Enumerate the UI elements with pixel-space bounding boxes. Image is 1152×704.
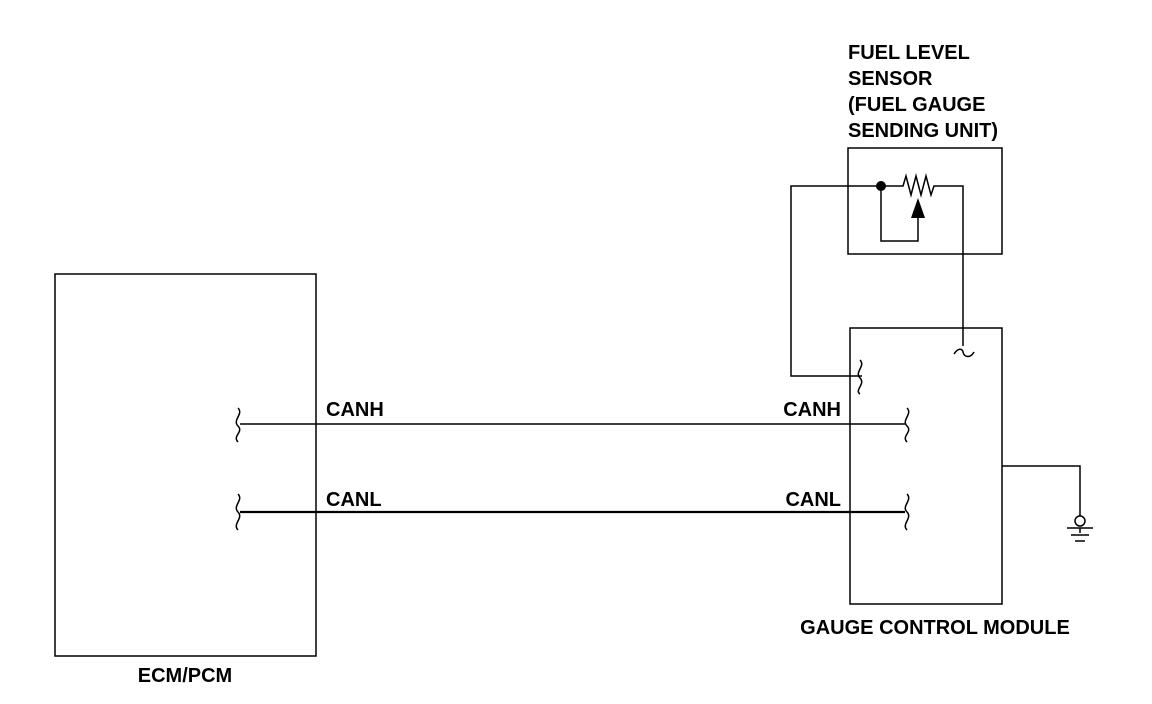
sensor-title-line-2: SENSOR: [848, 68, 933, 90]
sensor-ground-connector-icon: [953, 348, 975, 358]
sensor-signal-connector-icon: [857, 359, 863, 395]
ecm-pcm-box: [54, 273, 317, 657]
sensor-title-line-4: SENDING UNIT): [848, 120, 998, 142]
canh-label-ecm: CANH: [326, 399, 384, 421]
canh-gcm-connector-icon: [904, 407, 910, 443]
fuel-level-sensor-box: [847, 147, 1003, 255]
sensor-signal-wire: [790, 185, 881, 377]
ecm-pcm-label: ECM/PCM: [138, 665, 232, 687]
canh-label-gcm: CANH: [783, 399, 841, 421]
gauge-control-module-box: [849, 327, 1003, 605]
canl-label-gcm: CANL: [785, 489, 841, 511]
canl-ecm-connector-icon: [235, 493, 241, 531]
canl-label-ecm: CANL: [326, 489, 382, 511]
sensor-title-line-1: FUEL LEVEL: [848, 42, 970, 64]
canh-ecm-connector-icon: [235, 407, 241, 443]
ground-icon: [1067, 515, 1093, 542]
ground-wire: [1002, 465, 1081, 516]
variable-resistor-icon: [876, 173, 964, 346]
gauge-control-module-label: GAUGE CONTROL MODULE: [800, 617, 1070, 639]
canl-gcm-connector-icon: [904, 493, 910, 531]
sensor-title-line-3: (FUEL GAUGE: [848, 94, 985, 116]
